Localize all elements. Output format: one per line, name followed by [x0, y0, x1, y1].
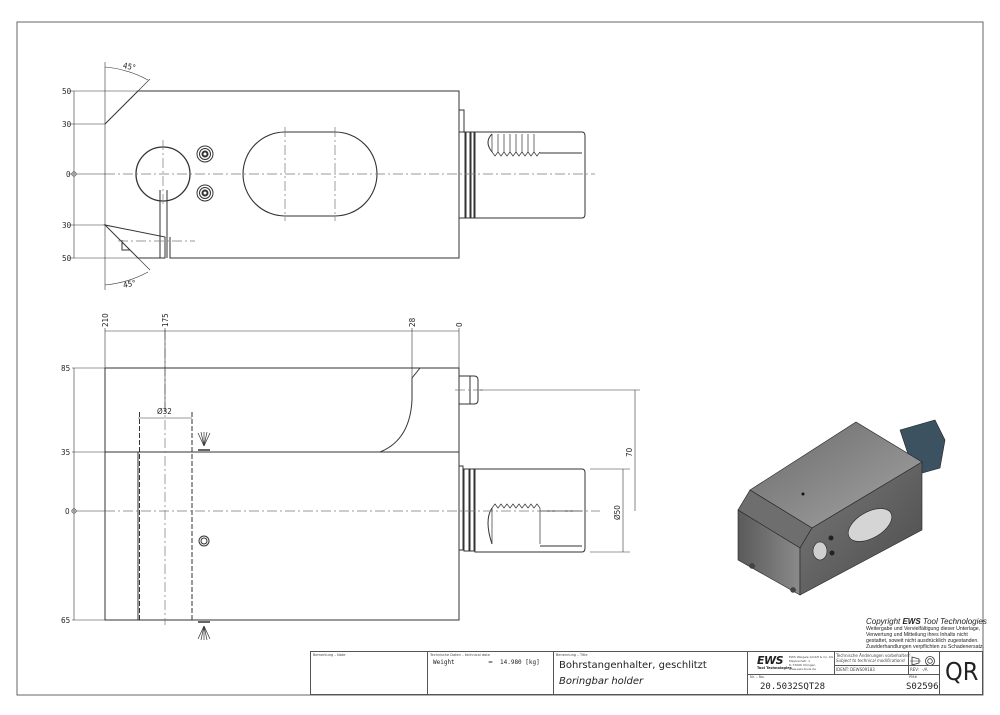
- company-block: EWS Tool Technologies EWS Weigele GmbH &…: [747, 651, 940, 695]
- side-dim-210: 210: [101, 313, 110, 327]
- top-view-dimension-lines: [68, 62, 151, 290]
- rev-label: REV:: [910, 667, 920, 672]
- qr-field: QR: [939, 651, 983, 695]
- shank-side-view: [474, 468, 586, 553]
- qr-label: QR: [945, 657, 979, 686]
- title-english: Boringbar holder: [559, 676, 644, 687]
- top-view-centerlines: [105, 127, 595, 242]
- top-dim-50-lower: 50: [62, 254, 72, 263]
- side-dim-175: 175: [161, 313, 170, 327]
- weight-label: Weight: [433, 659, 455, 666]
- technical-data-field: Technische Daten – technical data Weight…: [427, 651, 554, 695]
- rev-value: -/A: [922, 667, 928, 672]
- title-label: Benennung – Title: [556, 653, 588, 657]
- screw-top: [196, 145, 214, 163]
- shank-diameter-label: Ø50: [612, 505, 622, 520]
- copyright-line: Verwertung und Mitteilung ihres Inhalts …: [866, 632, 968, 638]
- top-view-outline: [103, 90, 460, 259]
- technical-data-label: Technische Daten – technical data: [430, 653, 490, 657]
- center-height-label: 70: [625, 447, 634, 457]
- side-dim-0-left: 0: [65, 507, 70, 516]
- side-dim-65: 65: [61, 616, 70, 625]
- weight-equals: =: [488, 659, 494, 666]
- note-field: Bemerkung – Note: [310, 651, 428, 695]
- top-dim-30-lower: 30: [62, 221, 72, 230]
- angle-bottom-45: 45°: [122, 278, 136, 289]
- ident-label: IDENT:: [836, 667, 850, 672]
- part-number: 20.5032SQT28: [760, 682, 826, 692]
- side-dim-0: 0: [455, 322, 464, 327]
- bore-diameter-label: Ø32: [157, 406, 172, 416]
- side-view-centerlines: [105, 330, 600, 625]
- copyright-notice: Copyright EWS Tool Technologies Weiterga…: [866, 617, 987, 650]
- copyright-line: gestattet, soweit nicht ausdrücklich zug…: [866, 638, 979, 644]
- oblong-hole: [242, 131, 378, 217]
- screw-bottom: [196, 184, 214, 202]
- pm-number: S02596: [906, 682, 939, 692]
- changes-english: Subject to technical modifications!: [836, 658, 906, 663]
- ident-value: DEWS09183: [850, 667, 875, 672]
- side-view: [104, 367, 586, 641]
- changes-german: Technische Änderungen vorbehalten!: [836, 653, 911, 658]
- side-dim-28: 28: [408, 317, 417, 327]
- pm-label: PM#: [909, 675, 918, 679]
- number-label: Nr. – No.: [750, 675, 765, 679]
- surface-finish-symbol-top: [197, 431, 211, 451]
- surface-finish-symbol-bottom: [197, 621, 211, 641]
- copyright-heading: Copyright EWS Tool Technologies: [866, 617, 987, 626]
- company-address: Maybachstr. 1: [789, 659, 811, 663]
- top-view: [103, 90, 586, 259]
- angle-top-45: 45°: [122, 61, 136, 72]
- weight-value: 14.980 [kg]: [500, 659, 540, 666]
- side-dim-35: 35: [61, 448, 70, 457]
- side-screw: [198, 535, 210, 547]
- top-dim-50-upper: 50: [62, 87, 72, 96]
- title-german: Bohrstangenhalter, geschlitzt: [559, 660, 707, 671]
- top-dim-30-upper: 30: [62, 120, 72, 129]
- company-logo-sub: Tool Technologies: [757, 666, 792, 670]
- company-logo: EWS: [757, 654, 784, 667]
- sheet-frame: [16, 21, 984, 696]
- top-dim-0: 0: [66, 170, 71, 179]
- side-view-dimension-lines: [71, 328, 640, 621]
- company-address: D-73066 Uhingen: [789, 663, 816, 667]
- company-address: www.ews-tools.de: [789, 667, 816, 671]
- isometric-3d-view: [737, 419, 946, 596]
- company-address: EWS Weigele GmbH & Co. KG: [789, 655, 834, 659]
- note-label: Bemerkung – Note: [313, 653, 346, 657]
- copyright-line: Zuwiderhandlungen verpflichten zu Schade…: [866, 644, 984, 650]
- company-logo-box: EWS Tool Technologies EWS Weigele GmbH &…: [748, 652, 835, 675]
- projection-box: REV: -/A: [908, 652, 940, 675]
- shank-top-view: [474, 131, 586, 219]
- copyright-line: Weitergabe und Vervielfältigung dieser U…: [866, 626, 981, 632]
- side-view-outline: [104, 367, 460, 453]
- title-field: Benennung – Title Bohrstangenhalter, ges…: [553, 651, 748, 695]
- side-dim-85: 85: [61, 364, 70, 373]
- modification-note: Technische Änderungen vorbehalten! Subje…: [834, 652, 911, 675]
